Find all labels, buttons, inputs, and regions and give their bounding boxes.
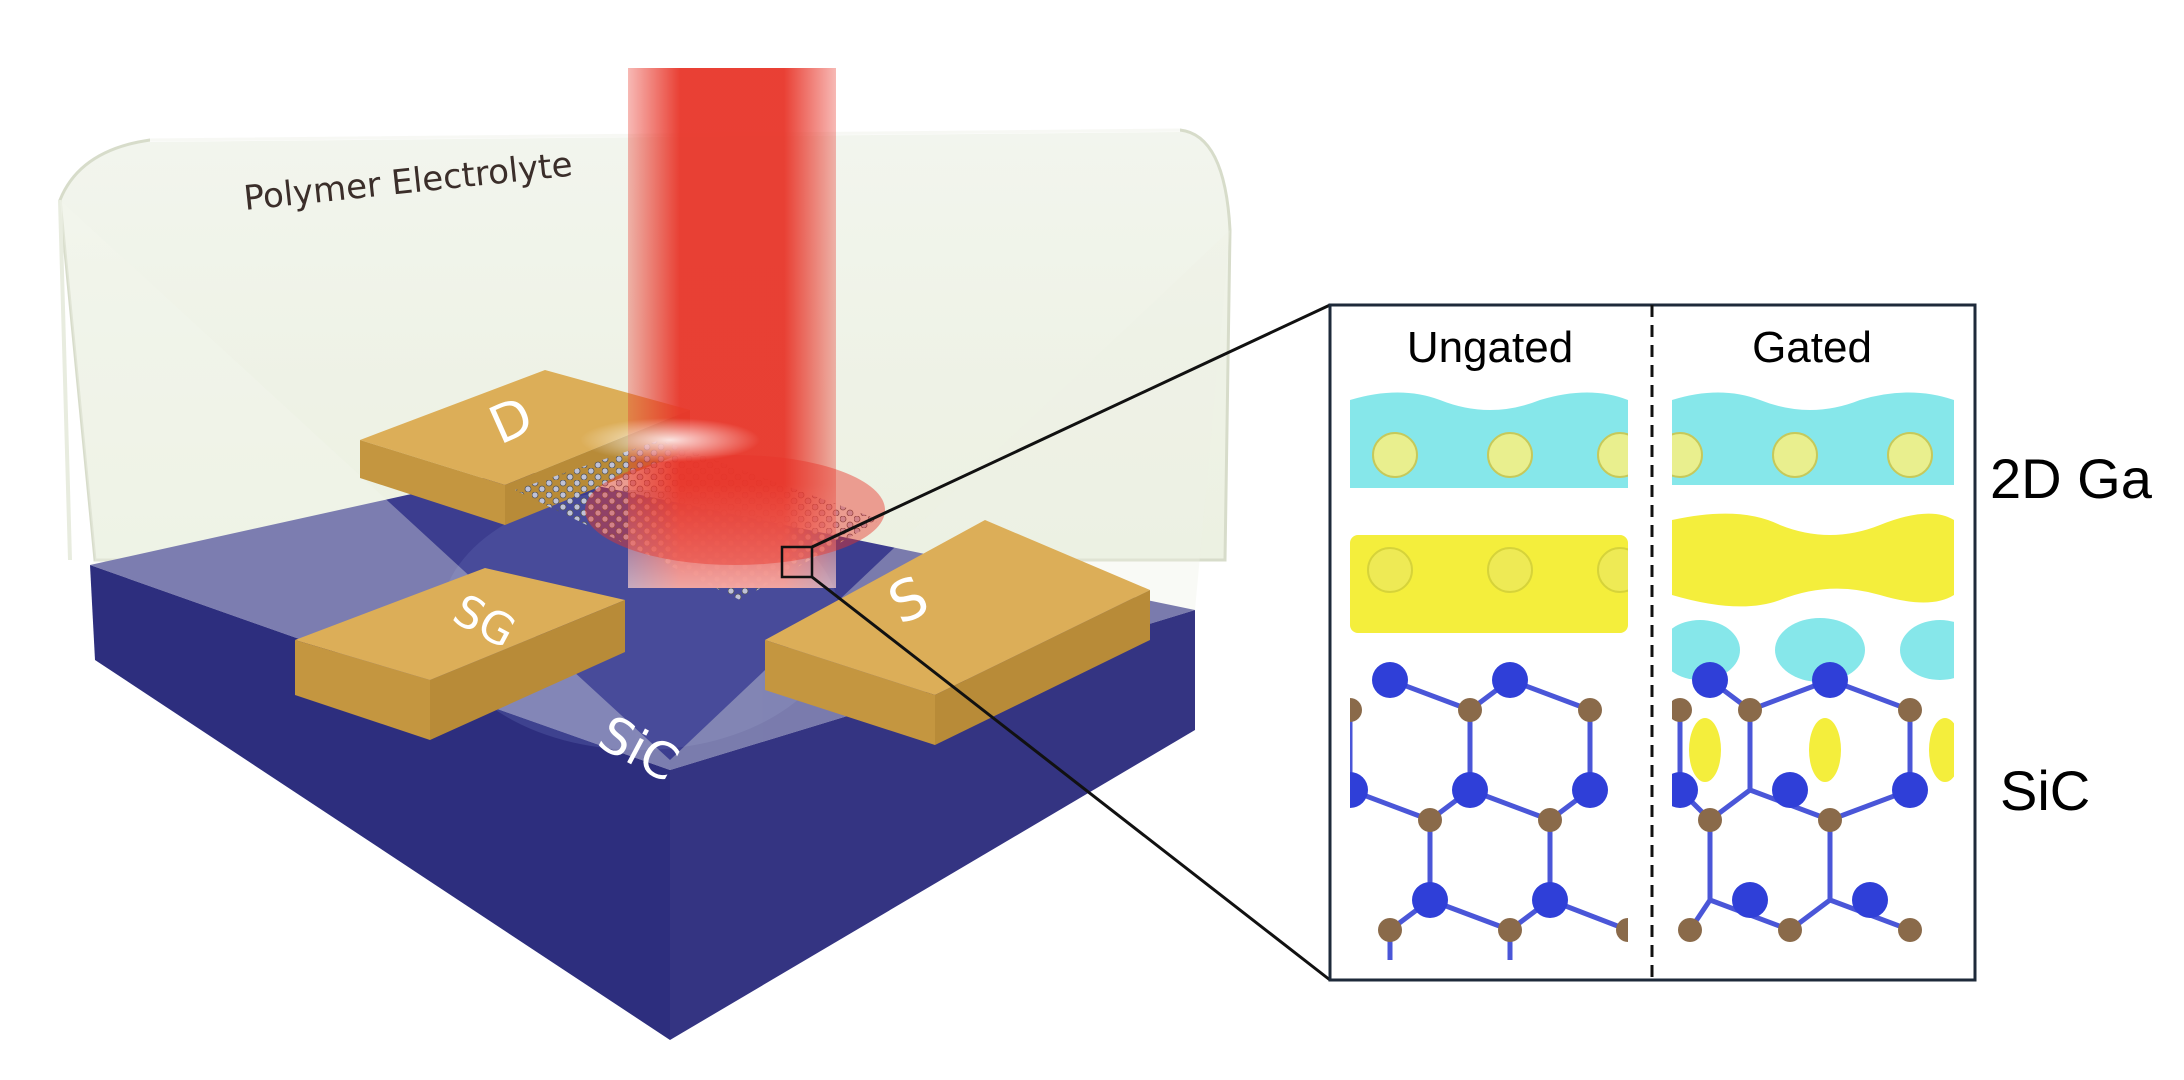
source-electrode <box>765 520 1150 745</box>
gated-structure <box>1672 392 1954 942</box>
zoom-indicator <box>780 303 1331 982</box>
ungated-label: Ungated <box>1407 323 1573 372</box>
ga-layer-label: 2D Ga <box>1990 447 2153 510</box>
inset-panel <box>1328 303 1977 982</box>
laser-beam <box>580 68 885 588</box>
sic-layer-label: SiC <box>2000 759 2090 822</box>
side-gate-electrode <box>295 568 625 740</box>
ungated-structure <box>1350 392 1628 960</box>
gated-label: Gated <box>1752 323 1872 372</box>
